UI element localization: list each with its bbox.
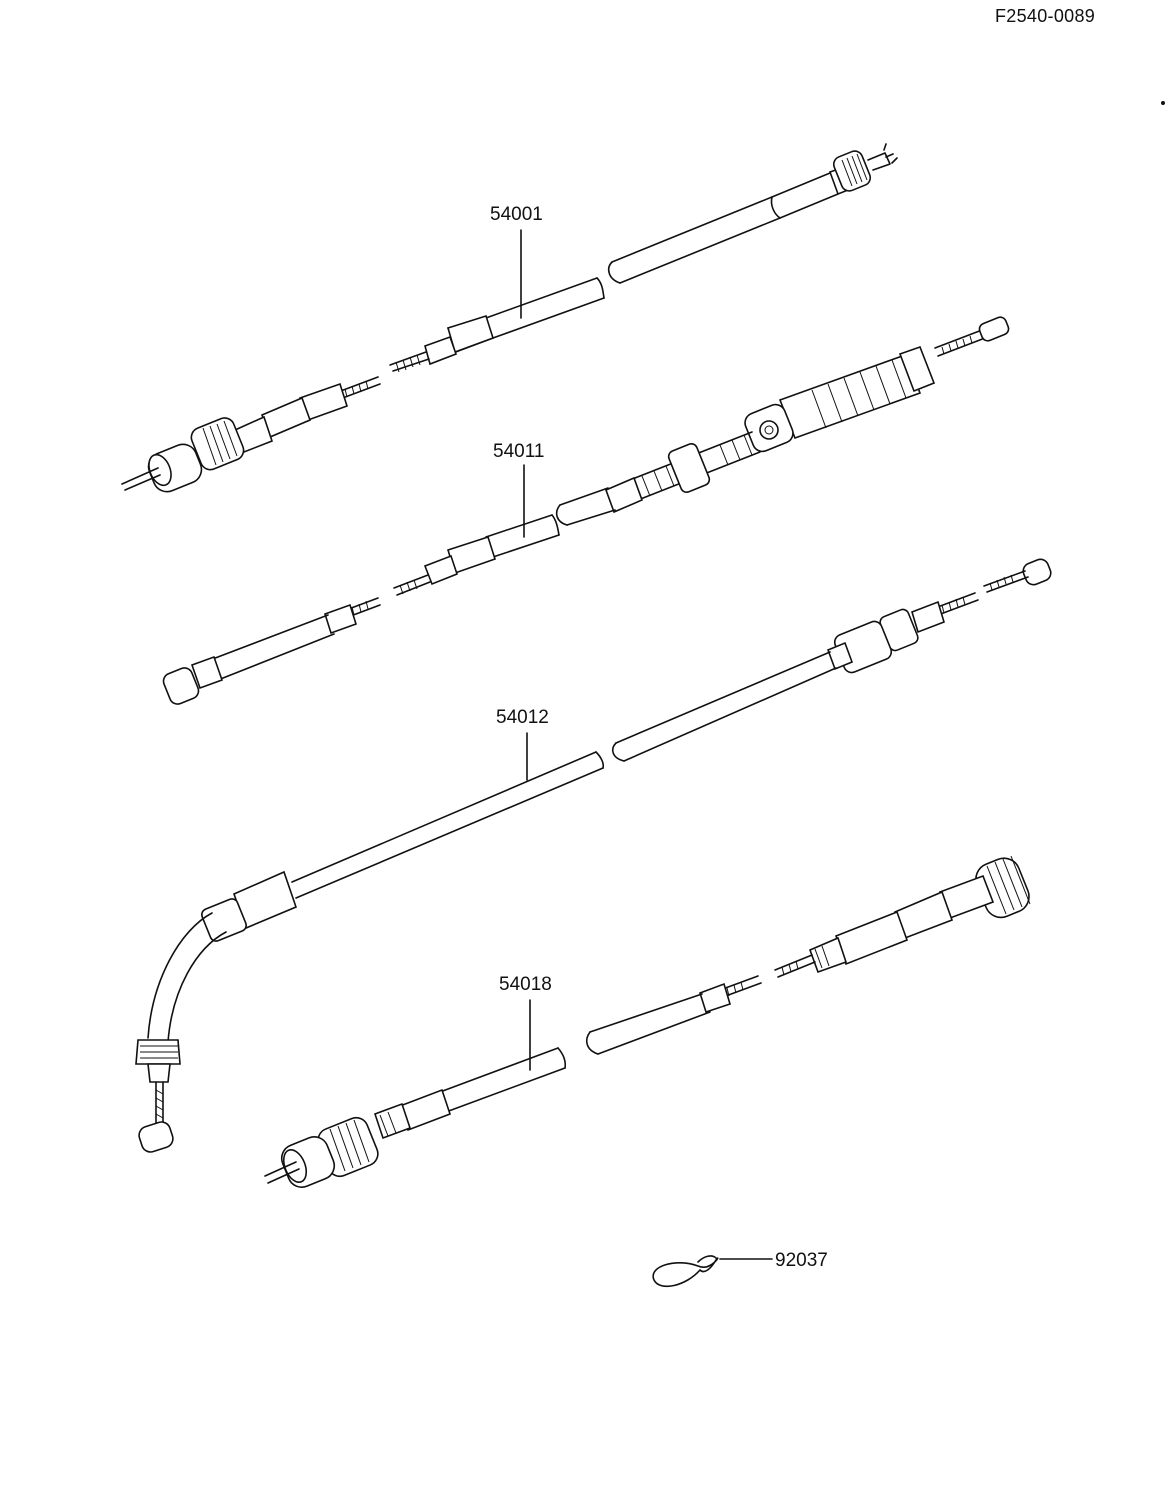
part-number-54011: 54011 xyxy=(493,441,544,462)
scan-mark xyxy=(1161,101,1165,105)
part-number-54018: 54018 xyxy=(499,974,552,995)
tachometer-cable[interactable]: 54018 xyxy=(264,853,1034,1191)
part-number-54012: 54012 xyxy=(496,707,549,728)
cable-clip[interactable]: 92037 xyxy=(652,1250,828,1288)
part-number-54001: 54001 xyxy=(490,204,543,225)
document-code: F2540-0089 xyxy=(995,6,1096,26)
clutch-cable[interactable]: 54011 xyxy=(161,315,1010,706)
speedometer-cable[interactable]: 54001 xyxy=(121,143,898,496)
part-number-92037: 92037 xyxy=(775,1250,828,1271)
throttle-cable[interactable]: 54012 xyxy=(135,557,1053,1154)
